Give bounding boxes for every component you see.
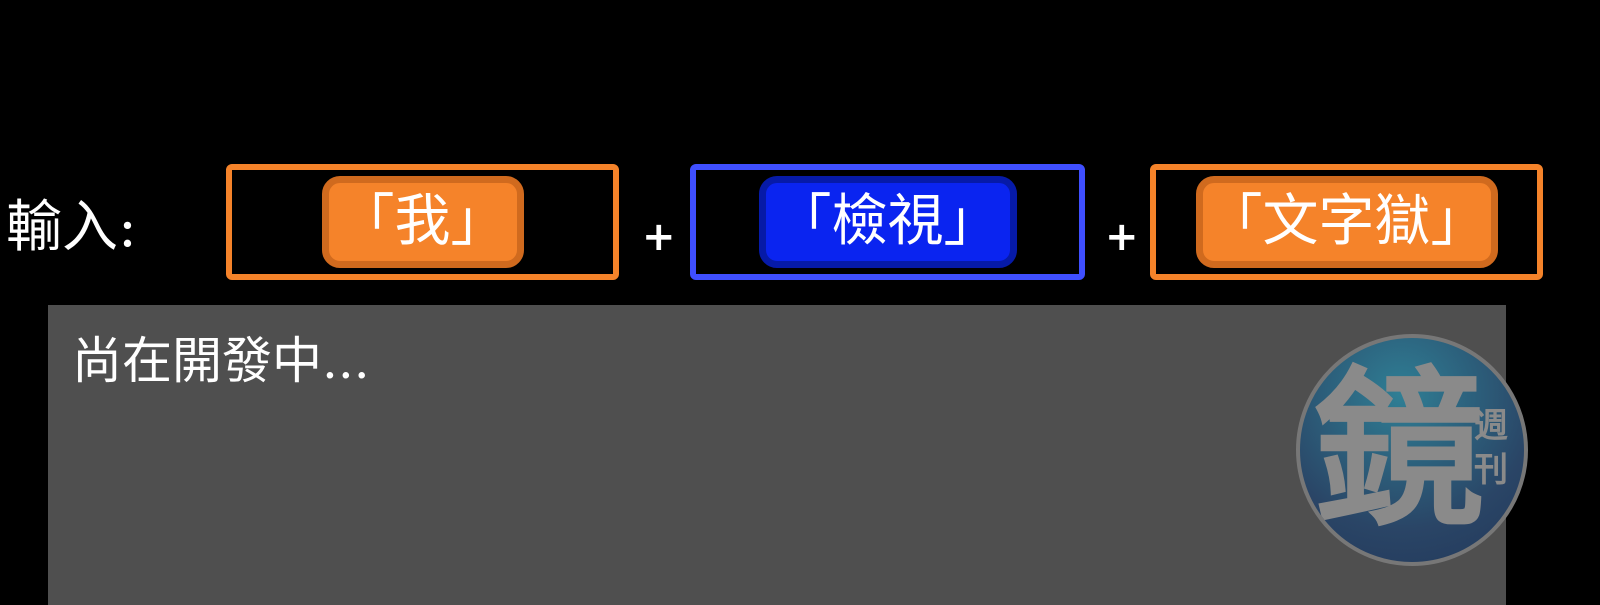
slot-verb[interactable]: 「檢視」 bbox=[690, 164, 1085, 280]
word-block-object[interactable]: 「文字獄」 bbox=[1195, 176, 1498, 268]
word-block-verb[interactable]: 「檢視」 bbox=[758, 176, 1017, 268]
input-label: 輸入: bbox=[6, 195, 137, 260]
slot-object[interactable]: 「文字獄」 bbox=[1150, 164, 1543, 280]
slot-subject[interactable]: 「我」 bbox=[226, 164, 619, 280]
output-panel: 尚在開發中... bbox=[48, 305, 1506, 605]
output-text: 尚在開發中... bbox=[72, 332, 370, 390]
watermark-sub: 週刊 bbox=[1474, 406, 1508, 490]
watermark-logo: 鏡 週刊 bbox=[1296, 334, 1528, 566]
plus-sign: + bbox=[642, 214, 676, 260]
plus-sign: + bbox=[1105, 214, 1139, 260]
watermark-main: 鏡 bbox=[1314, 352, 1485, 550]
word-block-subject[interactable]: 「我」 bbox=[321, 176, 524, 268]
